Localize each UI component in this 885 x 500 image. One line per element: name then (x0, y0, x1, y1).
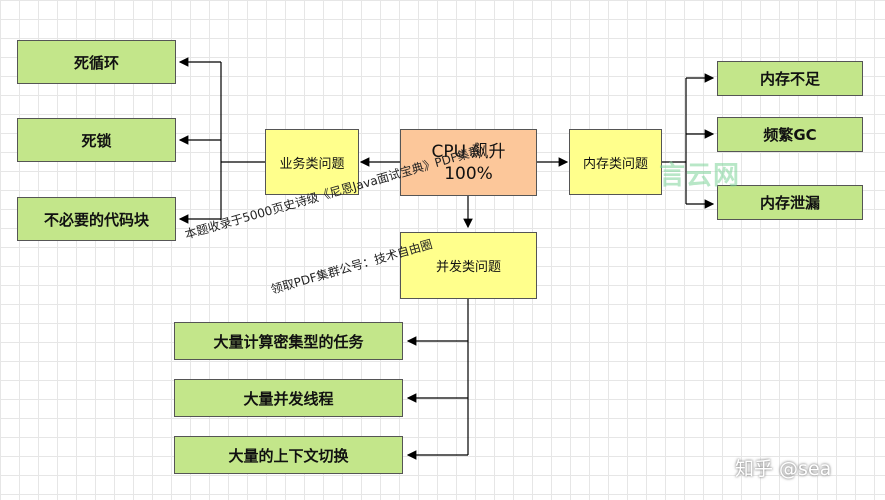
category-concurrency-label: 并发类问题 (435, 260, 501, 275)
business-item-label: 不必要的代码块 (43, 210, 149, 229)
concurrency-item-label: 大量并发线程 (243, 389, 334, 408)
category-business: 业务类问题 (265, 129, 359, 195)
center-line-1: CPU 飙升 (431, 141, 506, 162)
memory-item-label: 内存不足 (759, 70, 820, 88)
category-memory-label: 内存类问题 (582, 156, 648, 172)
category-memory: 内存类问题 (569, 129, 662, 195)
business-item-dead-loop: 死循环 (17, 40, 176, 84)
concurrency-item-label: 大量的上下文切换 (228, 446, 349, 465)
business-item-label: 死循环 (73, 53, 119, 72)
business-item-label: 死锁 (81, 131, 112, 150)
concurrency-item-compute: 大量计算密集型的任务 (174, 322, 403, 360)
memory-item-label: 内存泄漏 (759, 194, 820, 212)
center-node-cpu: CPU 飙升 100% (400, 129, 537, 196)
memory-item-leak: 内存泄漏 (717, 185, 863, 220)
business-item-unnecessary-block: 不必要的代码块 (17, 197, 176, 241)
memory-item-label: 频繁GC (763, 126, 817, 144)
concurrency-item-context-switch: 大量的上下文切换 (174, 436, 403, 474)
concurrency-item-label: 大量计算密集型的任务 (213, 332, 364, 351)
watermark-logo: 言云网 (659, 161, 741, 191)
concurrency-item-threads: 大量并发线程 (174, 379, 403, 417)
memory-item-insufficient: 内存不足 (717, 61, 863, 96)
credit-label: 知乎 @sea (735, 458, 832, 480)
category-business-label: 业务类问题 (279, 156, 345, 172)
memory-item-frequent-gc: 频繁GC (717, 117, 863, 152)
center-line-2: 100% (444, 163, 493, 184)
category-concurrency: 并发类问题 (400, 232, 537, 299)
business-item-deadlock: 死锁 (17, 118, 176, 162)
